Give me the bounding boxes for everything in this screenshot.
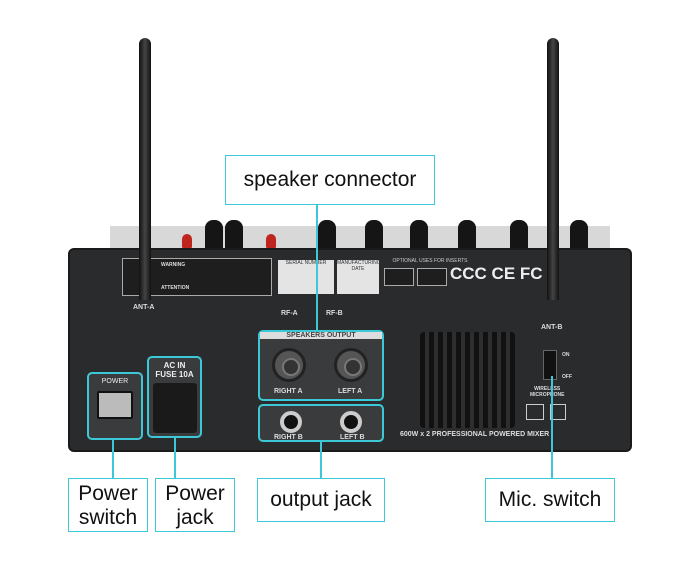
- right-b-label: RIGHT B: [274, 434, 303, 441]
- knob: [410, 220, 428, 250]
- cooling-fan-grille: [420, 332, 515, 428]
- jack-left-b[interactable]: [340, 411, 362, 433]
- knob: [205, 220, 223, 250]
- mic-switch-callout: Mic. switch: [485, 478, 615, 522]
- rf-b-label: RF-B: [326, 310, 343, 317]
- wireless-label: WIRELESS: [534, 386, 561, 392]
- rf-a-label: RF-A: [281, 310, 298, 317]
- antenna-b: [547, 38, 559, 300]
- speakers-output-label: SPEAKERS OUTPUT: [260, 332, 382, 339]
- knob: [225, 220, 243, 250]
- jack-right-b[interactable]: [280, 411, 302, 433]
- insert-diagram: [384, 268, 414, 286]
- antenna-a: [139, 38, 151, 300]
- power-switch-panel: POWER: [87, 372, 143, 440]
- left-a-label: LEFT A: [338, 388, 363, 395]
- callout-line-power-switch: [112, 440, 114, 478]
- ant-a-label: ANT-A: [133, 304, 155, 311]
- fuse-label: FUSE 10A: [155, 370, 194, 379]
- power-label: POWER: [101, 378, 129, 385]
- power-rocker-switch[interactable]: [97, 391, 133, 419]
- manufacturing-date-label: MANUFACTURING DATE: [337, 260, 381, 272]
- certification-marks: CCC CE FC: [450, 264, 543, 283]
- serial-number-label: SERIAL NUMBER: [285, 260, 327, 266]
- rohs-icon: [526, 404, 544, 420]
- speaker-connector-callout: speaker connector: [225, 155, 435, 205]
- mic-switch[interactable]: [543, 350, 557, 380]
- callout-text: jack: [176, 506, 214, 529]
- microphone-label: MICROPHONE: [530, 392, 565, 398]
- off-label: OFF: [562, 374, 572, 380]
- callout-text: Power: [165, 482, 225, 505]
- output-jack-panel: RIGHT B LEFT B: [258, 404, 384, 442]
- serial-number-box: SERIAL NUMBER: [278, 260, 334, 294]
- model-text: 600W x 2 PROFESSIONAL POWERED MIXER: [400, 431, 550, 438]
- output-jack-callout: output jack: [257, 478, 385, 522]
- ant-b-label: ANT-B: [541, 324, 563, 331]
- ac-in-label: AC IN: [163, 361, 186, 370]
- knob: [570, 220, 588, 250]
- callout-line-speaker: [316, 204, 318, 330]
- weee-bin-icon: [550, 404, 566, 420]
- manufacturing-date-box: MANUFACTURING DATE: [337, 260, 381, 294]
- speakon-connector-left-a[interactable]: [334, 348, 368, 382]
- knob: [318, 220, 336, 250]
- knob: [510, 220, 528, 250]
- knob: [365, 220, 383, 250]
- insert-diagram: [417, 268, 447, 286]
- knob: [266, 234, 276, 248]
- optional-uses-label: OPTIONAL USES FOR INSERTS: [392, 258, 468, 264]
- warning-text: WARNING: [161, 262, 186, 268]
- callout-line-output: [320, 442, 322, 478]
- callout-line-mic: [551, 376, 553, 478]
- knob: [182, 234, 192, 248]
- speakon-connector-right-a[interactable]: [272, 348, 306, 382]
- callout-text: Power: [78, 482, 138, 505]
- knob: [458, 220, 476, 250]
- attention-text: ATTENTION: [161, 285, 190, 291]
- callout-line-power-jack: [174, 438, 176, 478]
- speakers-output-panel: SPEAKERS OUTPUT RIGHT A LEFT A: [258, 330, 384, 401]
- callout-text: switch: [78, 506, 138, 529]
- power-inlet[interactable]: [152, 383, 197, 433]
- left-b-label: LEFT B: [340, 434, 365, 441]
- right-a-label: RIGHT A: [274, 388, 303, 395]
- on-label: ON: [562, 352, 570, 358]
